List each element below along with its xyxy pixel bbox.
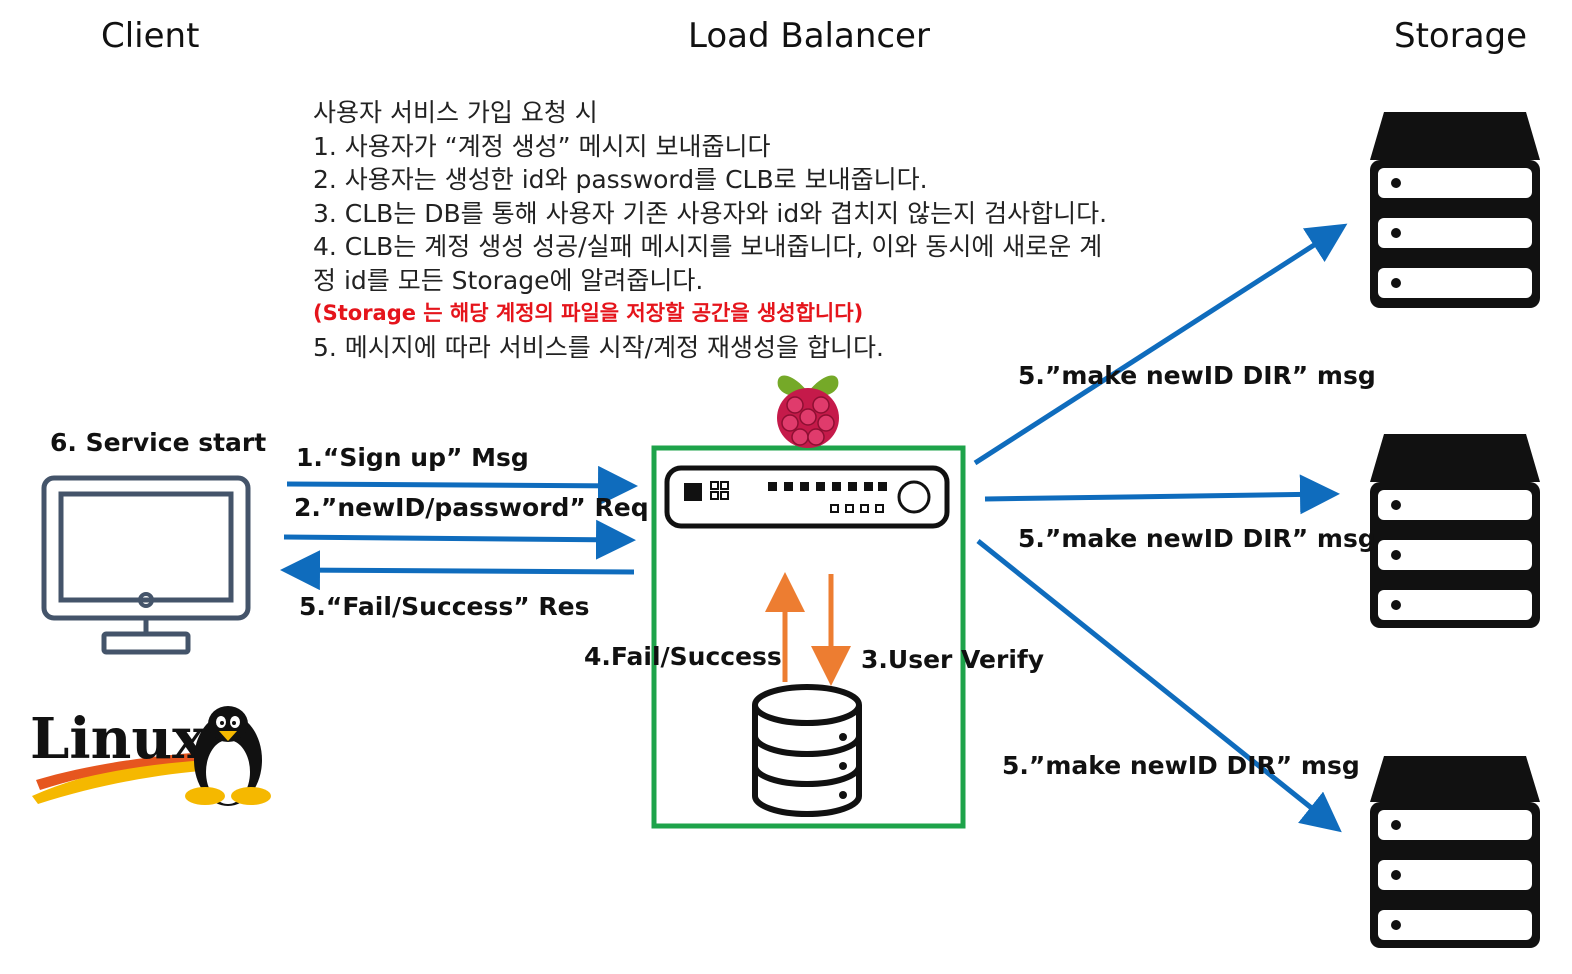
description-title: 사용자 서비스 가입 요청 시 (313, 98, 598, 127)
description-step-1: 1. 사용자가 “계정 생성” 메시지 보내줍니다 (313, 131, 771, 161)
description-step-3: 3. CLB는 DB를 통해 사용자 기존 사용자와 id와 겹치지 않는지 검… (313, 198, 1108, 228)
server-stack-icon (1370, 756, 1540, 948)
arrow-fail-success-res (280, 550, 635, 591)
server-stack-icon (1370, 112, 1540, 308)
arrow-storage-1 (973, 223, 1348, 466)
user-verify-label: 3.User Verify (861, 645, 1045, 674)
monitor-icon (41, 475, 251, 655)
load-balancer-header: Load Balancer (688, 16, 930, 56)
sign-up-label: 1.“Sign up” Msg (296, 443, 529, 472)
description-step-5: 5. 메시지에 따라 서비스를 시작/계정 재생성을 합니다. (313, 332, 884, 362)
server-stack-icon (1370, 434, 1540, 628)
storage-msg-label-3: 5.”make newID DIR” msg (1002, 751, 1360, 780)
arrow-new-id-req (283, 519, 636, 560)
arrow-storage-2 (984, 474, 1340, 515)
load-balancer-box (651, 445, 966, 829)
storage-msg-label-2: 5.”make newID DIR” msg (1018, 524, 1376, 553)
description-note: (Storage 는 해당 계정의 파일을 저장할 공간을 생성합니다) (313, 301, 864, 325)
database-icon (752, 684, 862, 817)
process-description: 사용자 서비스 가입 요청 시 1. 사용자가 “계정 생성” 메시지 보내줍니… (313, 96, 1107, 364)
description-step-4a: 4. CLB는 계정 생성 성공/실패 메시지를 보내줍니다, 이와 동시에 새… (313, 232, 1103, 261)
network-switch-icon (664, 465, 950, 529)
fail-success-label: 4.Fail/Success (584, 642, 782, 671)
linux-logo-text: Linux (30, 706, 206, 772)
arrow-sign-up (286, 465, 638, 506)
new-id-req-label: 2.”newID/password” Req (294, 493, 649, 522)
client-header: Client (101, 16, 200, 56)
service-start-label: 6. Service start (50, 428, 267, 457)
storage-msg-label-1: 5.”make newID DIR” msg (1018, 361, 1376, 390)
linux-logo: Linux (30, 706, 271, 806)
description-step-4b: 정 id를 모든 Storage에 알려줍니다. (313, 265, 704, 295)
raspberry-pi-logo (777, 375, 839, 448)
storage-header: Storage (1394, 16, 1528, 56)
description-step-2: 2. 사용자는 생성한 id와 password를 CLB로 보내줍니다. (313, 165, 928, 194)
fail-success-res-label: 5.“Fail/Success” Res (299, 592, 590, 621)
arrow-storage-3 (976, 539, 1342, 833)
